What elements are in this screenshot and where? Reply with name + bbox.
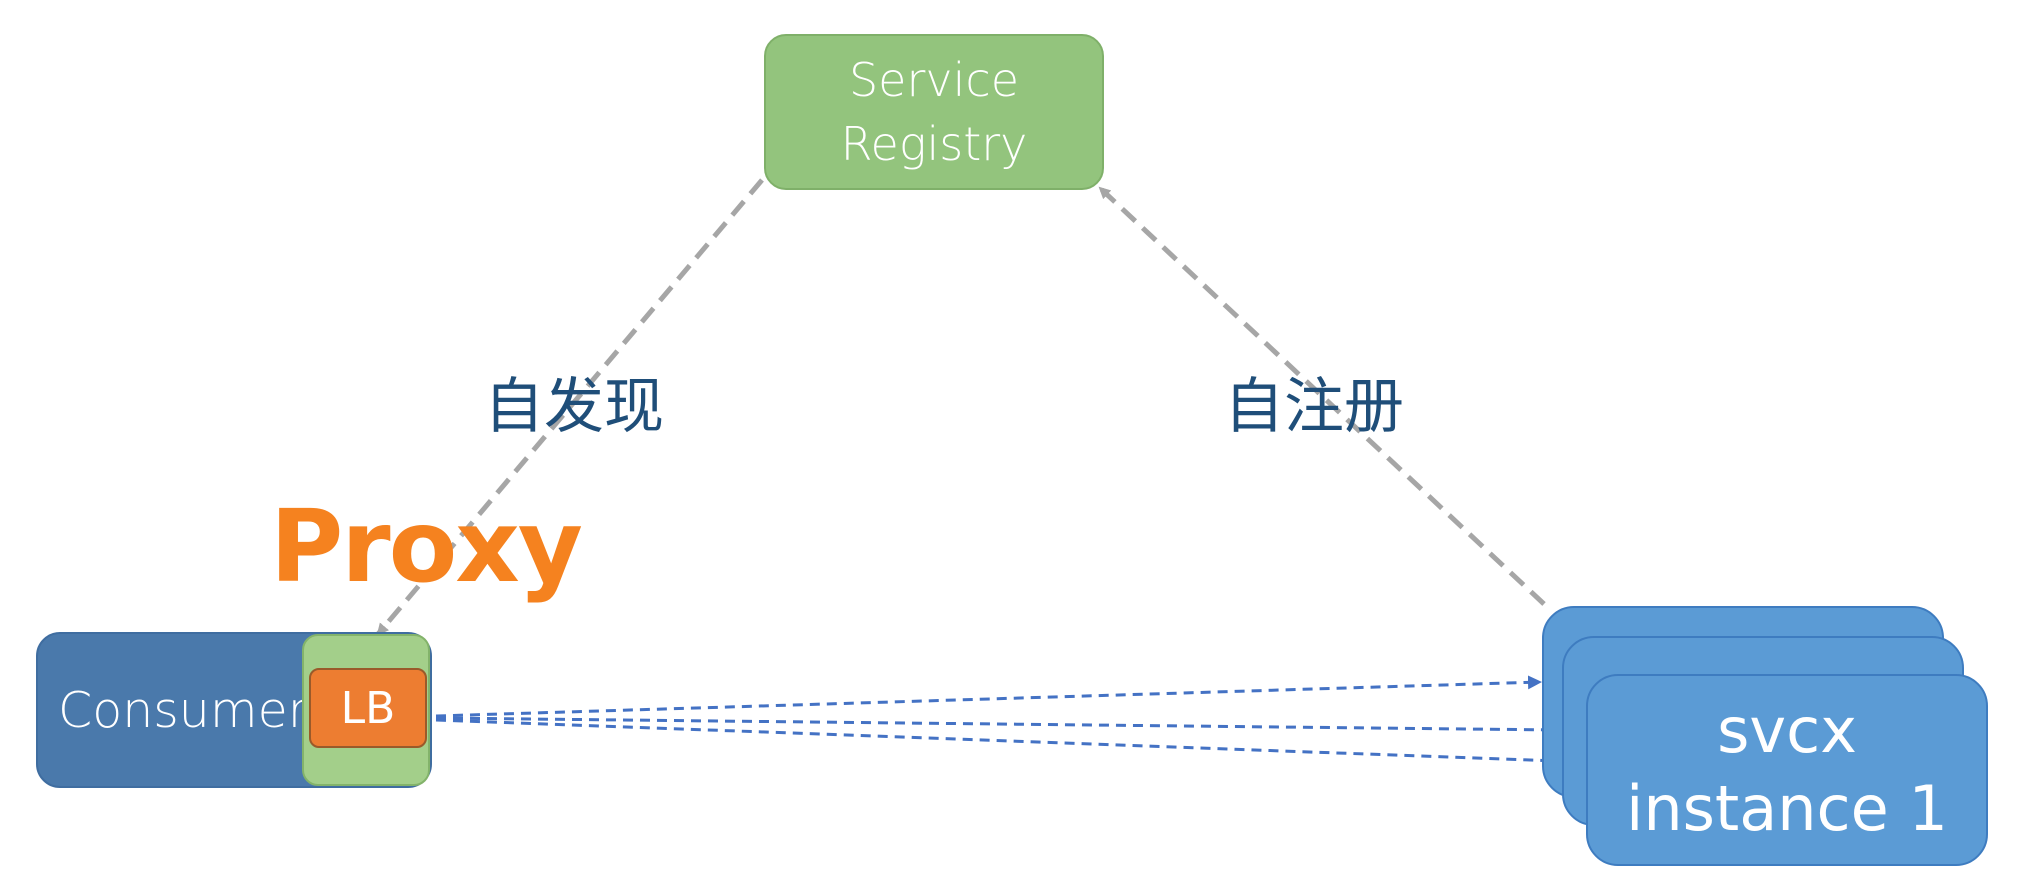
discover-arrow xyxy=(376,178,764,636)
register-arrow xyxy=(1098,186,1546,606)
lb-node: LB xyxy=(309,668,427,748)
service-registry-node: Service Registry xyxy=(764,34,1104,190)
registry-line-2: Registry xyxy=(840,117,1028,171)
lb-to-instance-arrow-2 xyxy=(435,716,1562,737)
instance-line-2: instance 1 xyxy=(1626,772,1948,845)
instance-line-1: svcx xyxy=(1717,694,1857,767)
lb-to-instance-arrow-3 xyxy=(435,718,1586,769)
discover-label: 自发现 xyxy=(484,372,664,442)
instance-node: svcx instance 1 xyxy=(1586,674,1988,866)
proxy-title: Proxy xyxy=(270,488,583,605)
register-label: 自注册 xyxy=(1224,372,1404,442)
consumer-node: Consumer LB xyxy=(36,632,432,788)
consumer-label: Consumer xyxy=(58,681,308,739)
lb-to-instance-arrow-1 xyxy=(435,675,1542,718)
registry-line-1: Service xyxy=(848,53,1019,107)
proxy-panel: LB xyxy=(302,634,430,786)
